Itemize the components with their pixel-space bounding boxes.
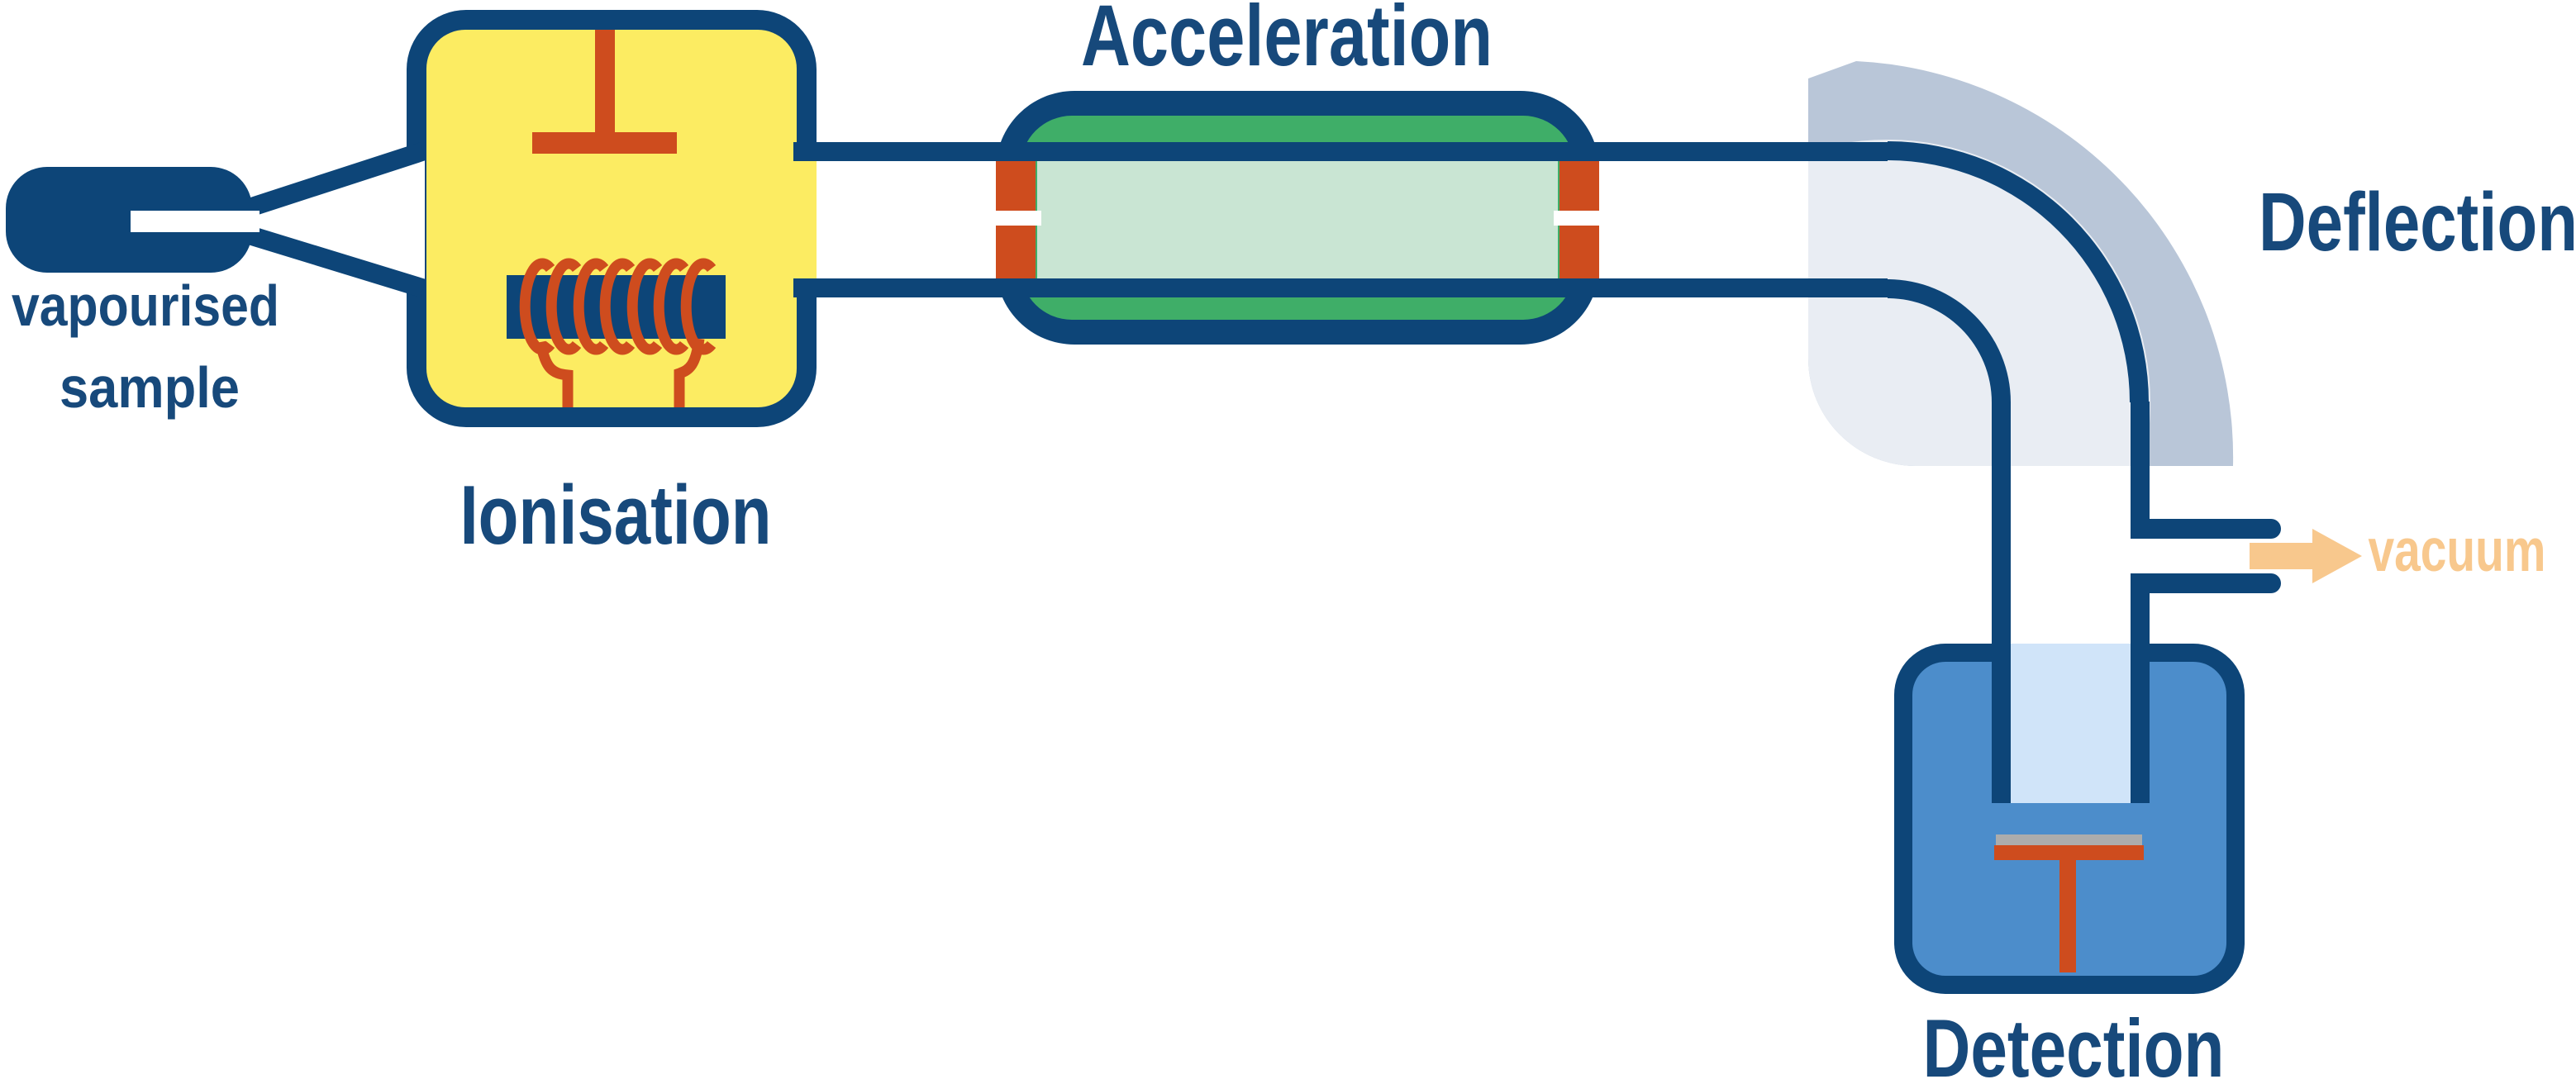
- funnel-wall-top: [245, 142, 426, 217]
- coil-loop: [573, 258, 609, 355]
- detector-plate-orange: [1994, 845, 2144, 860]
- vacuum-arrow-icon: [2250, 529, 2362, 583]
- bend-wall-outer: [1888, 141, 2149, 402]
- detection-tube-interior: [2010, 644, 2131, 803]
- beam-tube-horizontal: [793, 142, 1888, 297]
- detector-plate-gray: [1996, 834, 2142, 845]
- label-ionisation: Ionisation: [460, 469, 772, 562]
- diagram-labels: vapourised sample Ionisation Acceleratio…: [12, 0, 2576, 1084]
- plate-gap-left: [975, 211, 1041, 226]
- electrode-stem: [595, 30, 615, 134]
- electrode-icon: [532, 30, 677, 154]
- coil-lead-right: [674, 338, 705, 407]
- vertical-wall-left: [1992, 402, 2011, 803]
- filament-coil-icon: [507, 258, 726, 407]
- sample-probe: [6, 167, 260, 273]
- probe-body: [6, 167, 252, 273]
- tube-wall-top: [793, 142, 1888, 161]
- acceleration-chamber: [996, 91, 1599, 345]
- coil-loop: [545, 258, 582, 355]
- coil-loop: [653, 258, 689, 355]
- magnet-inner-sector: [1808, 140, 2150, 466]
- coil-loop: [626, 258, 663, 355]
- label-deflection: Deflection: [2259, 176, 2576, 269]
- plate-left-upper: [996, 161, 1036, 211]
- coil-loop: [599, 258, 636, 355]
- probe-channel: [131, 211, 260, 232]
- acceleration-tube-interior: [1037, 161, 1558, 278]
- label-acceleration: Acceleration: [1081, 0, 1493, 84]
- plate-left-lower: [996, 226, 1036, 278]
- detector-plate-icon: [1994, 834, 2144, 972]
- vertical-wall-right-lower: [2131, 593, 2150, 803]
- funnel-wall-bottom: [245, 226, 426, 297]
- plate-right-upper: [1559, 161, 1599, 211]
- vertical-wall-right-upper: [2131, 402, 2150, 520]
- plate-gap-right: [1554, 211, 1623, 226]
- electrode-plate: [532, 132, 677, 154]
- label-sample-line1: vapourised: [12, 273, 279, 338]
- vacuum-stub-top: [2131, 519, 2281, 539]
- detector-stem: [2059, 860, 2076, 972]
- tube-wall-bottom: [793, 278, 1888, 297]
- label-detection: Detection: [1923, 1002, 2225, 1084]
- coil-lead-left: [535, 340, 574, 407]
- beam-tube-bend: [1888, 141, 2281, 803]
- vacuum-stub-bottom: [2131, 573, 2281, 593]
- sample-funnel: [245, 142, 426, 297]
- label-vacuum: vacuum: [2369, 517, 2546, 584]
- acceleration-plates: [975, 161, 1623, 278]
- ionisation-tube-opening: [793, 161, 817, 278]
- label-sample-line2: sample: [60, 355, 240, 420]
- plate-right-lower: [1559, 226, 1599, 278]
- deflection-magnet: [1808, 61, 2234, 466]
- bend-wall-inner: [1888, 279, 2011, 402]
- funnel-interior: [256, 159, 425, 280]
